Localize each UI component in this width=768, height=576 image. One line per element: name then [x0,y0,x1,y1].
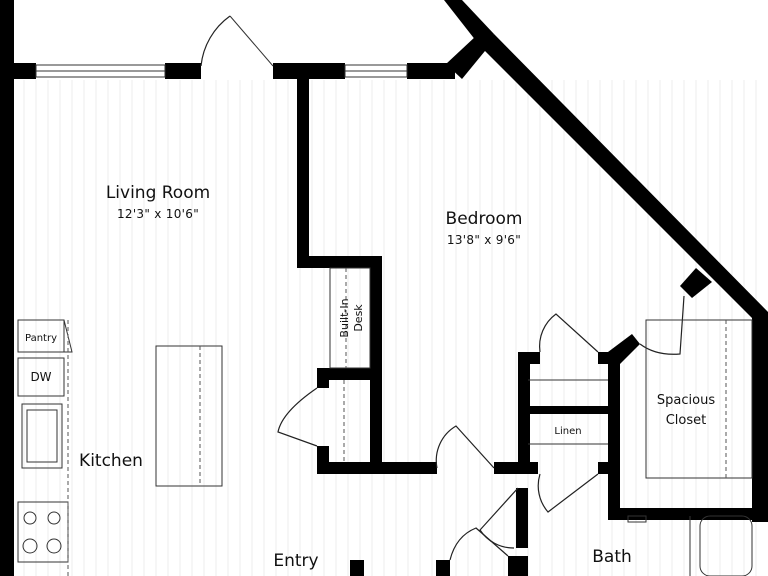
bath-label: Bath [592,547,632,567]
windows [35,64,408,78]
bedroom-dims: 13'8" x 9'6" [447,233,521,247]
living-room-label: Living Room [106,183,210,203]
linen-label: Linen [554,426,581,437]
kitchen-fixtures [17,319,223,576]
bedroom-label: Bedroom [446,209,523,229]
desk-label-line1: Built-In [338,298,351,337]
doors [200,15,685,561]
kitchen-label: Kitchen [79,451,143,471]
floor-texture [23,80,757,576]
closet-label-line1: Spacious [657,393,715,408]
living-room-dims: 12'3" x 10'6" [117,207,199,221]
other-fixtures [329,267,753,576]
desk-label-line2: Desk [352,304,365,332]
entry-label: Entry [273,551,318,571]
pantry-label: Pantry [25,333,57,344]
dishwasher-label: DW [30,370,51,384]
closet-label-line2: Closet [666,413,707,428]
